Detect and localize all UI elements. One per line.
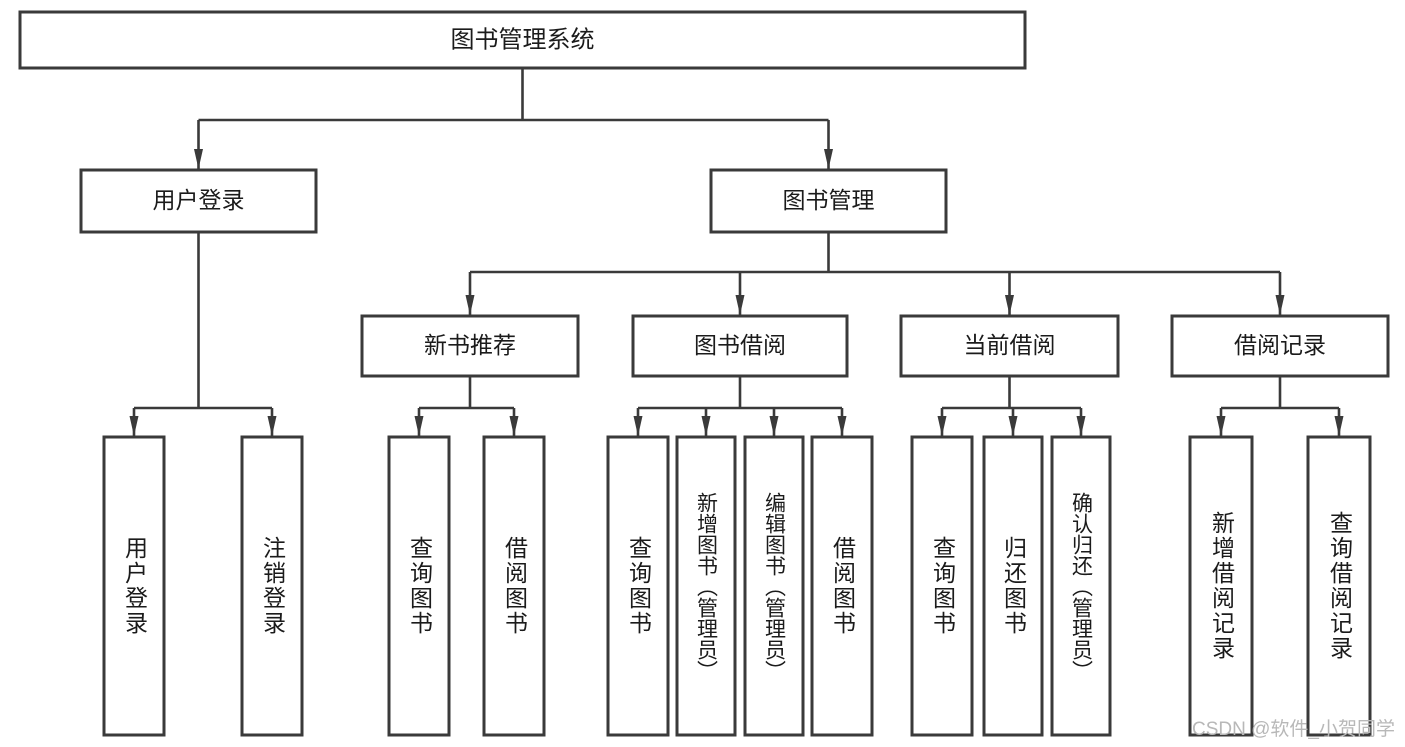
conn-current-borrow-arrow-2 <box>1076 416 1086 436</box>
conn-book-borrow-arrow-1 <box>701 416 711 436</box>
conn-bookmanage-arrow-1 <box>735 295 745 315</box>
conn-bookmanage-arrow-2 <box>1005 295 1014 315</box>
node-box-leaf-borrow-book-2 <box>810 435 874 737</box>
node-book-borrow[interactable]: 图书借阅 <box>631 314 849 378</box>
node-leaf-confirm-return[interactable] <box>1050 435 1112 737</box>
node-box-leaf-return-book <box>982 435 1044 737</box>
node-root[interactable]: 图书管理系统 <box>18 10 1027 70</box>
node-current-borrow[interactable]: 当前借阅 <box>899 314 1120 378</box>
node-leaf-borrow-book-2[interactable] <box>810 435 874 737</box>
conn-borrow-record-arrow-0 <box>1216 416 1226 436</box>
conn-current-borrow-arrow-0 <box>937 416 947 436</box>
node-box-leaf-query-book-2 <box>606 435 670 737</box>
csdn-watermark: CSDN @软件_小贺同学 <box>1192 719 1395 740</box>
node-leaf-borrow-book-1[interactable] <box>482 435 546 737</box>
node-box-leaf-user-login <box>102 435 166 737</box>
node-label-user-login: 用户登录 <box>153 187 245 213</box>
node-box-leaf-query-record <box>1306 435 1372 737</box>
node-box-leaf-borrow-book-1 <box>482 435 546 737</box>
node-box-leaf-edit-book <box>743 435 805 737</box>
node-leaf-query-book-1[interactable] <box>387 435 451 737</box>
conn-user-login-arrow-1 <box>267 416 277 436</box>
node-box-book-borrow <box>631 314 849 378</box>
conn-book-borrow-arrow-2 <box>769 416 779 436</box>
node-box-leaf-add-book <box>675 435 737 737</box>
node-leaf-query-book-3[interactable] <box>910 435 974 737</box>
node-borrow-record[interactable]: 借阅记录 <box>1170 314 1390 378</box>
node-label-new-book-rec: 新书推荐 <box>424 332 516 358</box>
node-leaf-edit-book[interactable] <box>743 435 805 737</box>
conn-new-book-rec-arrow-0 <box>414 416 424 436</box>
node-box-book-manage <box>709 168 948 234</box>
node-box-current-borrow <box>899 314 1120 378</box>
node-label-book-borrow: 图书借阅 <box>694 332 786 358</box>
node-box-new-book-rec <box>360 314 580 378</box>
node-label-root: 图书管理系统 <box>451 26 595 53</box>
node-label-current-borrow: 当前借阅 <box>964 332 1056 358</box>
node-book-manage[interactable]: 图书管理 <box>709 168 948 234</box>
node-box-leaf-logout <box>240 435 304 737</box>
node-new-book-rec[interactable]: 新书推荐 <box>360 314 580 378</box>
node-leaf-logout[interactable] <box>240 435 304 737</box>
conn-user-login-arrow-0 <box>129 416 139 436</box>
node-box-user-login <box>79 168 318 234</box>
node-leaf-add-record[interactable] <box>1188 435 1254 737</box>
conn-bookmanage-arrow-0 <box>465 295 475 315</box>
node-user-login[interactable]: 用户登录 <box>79 168 318 234</box>
node-leaf-user-login[interactable] <box>102 435 166 737</box>
node-box-borrow-record <box>1170 314 1390 378</box>
conn-borrow-record-arrow-1 <box>1334 416 1344 436</box>
conn-new-book-rec-arrow-1 <box>509 416 519 436</box>
node-box-leaf-confirm-return <box>1050 435 1112 737</box>
node-box-leaf-query-book-1 <box>387 435 451 737</box>
conn-root-arrow-1 <box>824 149 833 169</box>
node-leaf-return-book[interactable] <box>982 435 1044 737</box>
conn-book-borrow-arrow-0 <box>633 416 643 436</box>
connectors-layer <box>129 68 1344 436</box>
node-box-root <box>18 10 1027 70</box>
node-leaf-query-record[interactable] <box>1306 435 1372 737</box>
conn-current-borrow-arrow-1 <box>1008 416 1018 436</box>
node-box-leaf-add-record <box>1188 435 1254 737</box>
node-label-borrow-record: 借阅记录 <box>1234 332 1326 358</box>
node-leaf-query-book-2[interactable] <box>606 435 670 737</box>
conn-bookmanage-arrow-3 <box>1275 295 1285 315</box>
conn-root-arrow-0 <box>194 149 203 169</box>
node-label-book-manage: 图书管理 <box>783 187 875 213</box>
node-leaf-add-book[interactable] <box>675 435 737 737</box>
conn-book-borrow-arrow-3 <box>837 416 847 436</box>
node-box-leaf-query-book-3 <box>910 435 974 737</box>
